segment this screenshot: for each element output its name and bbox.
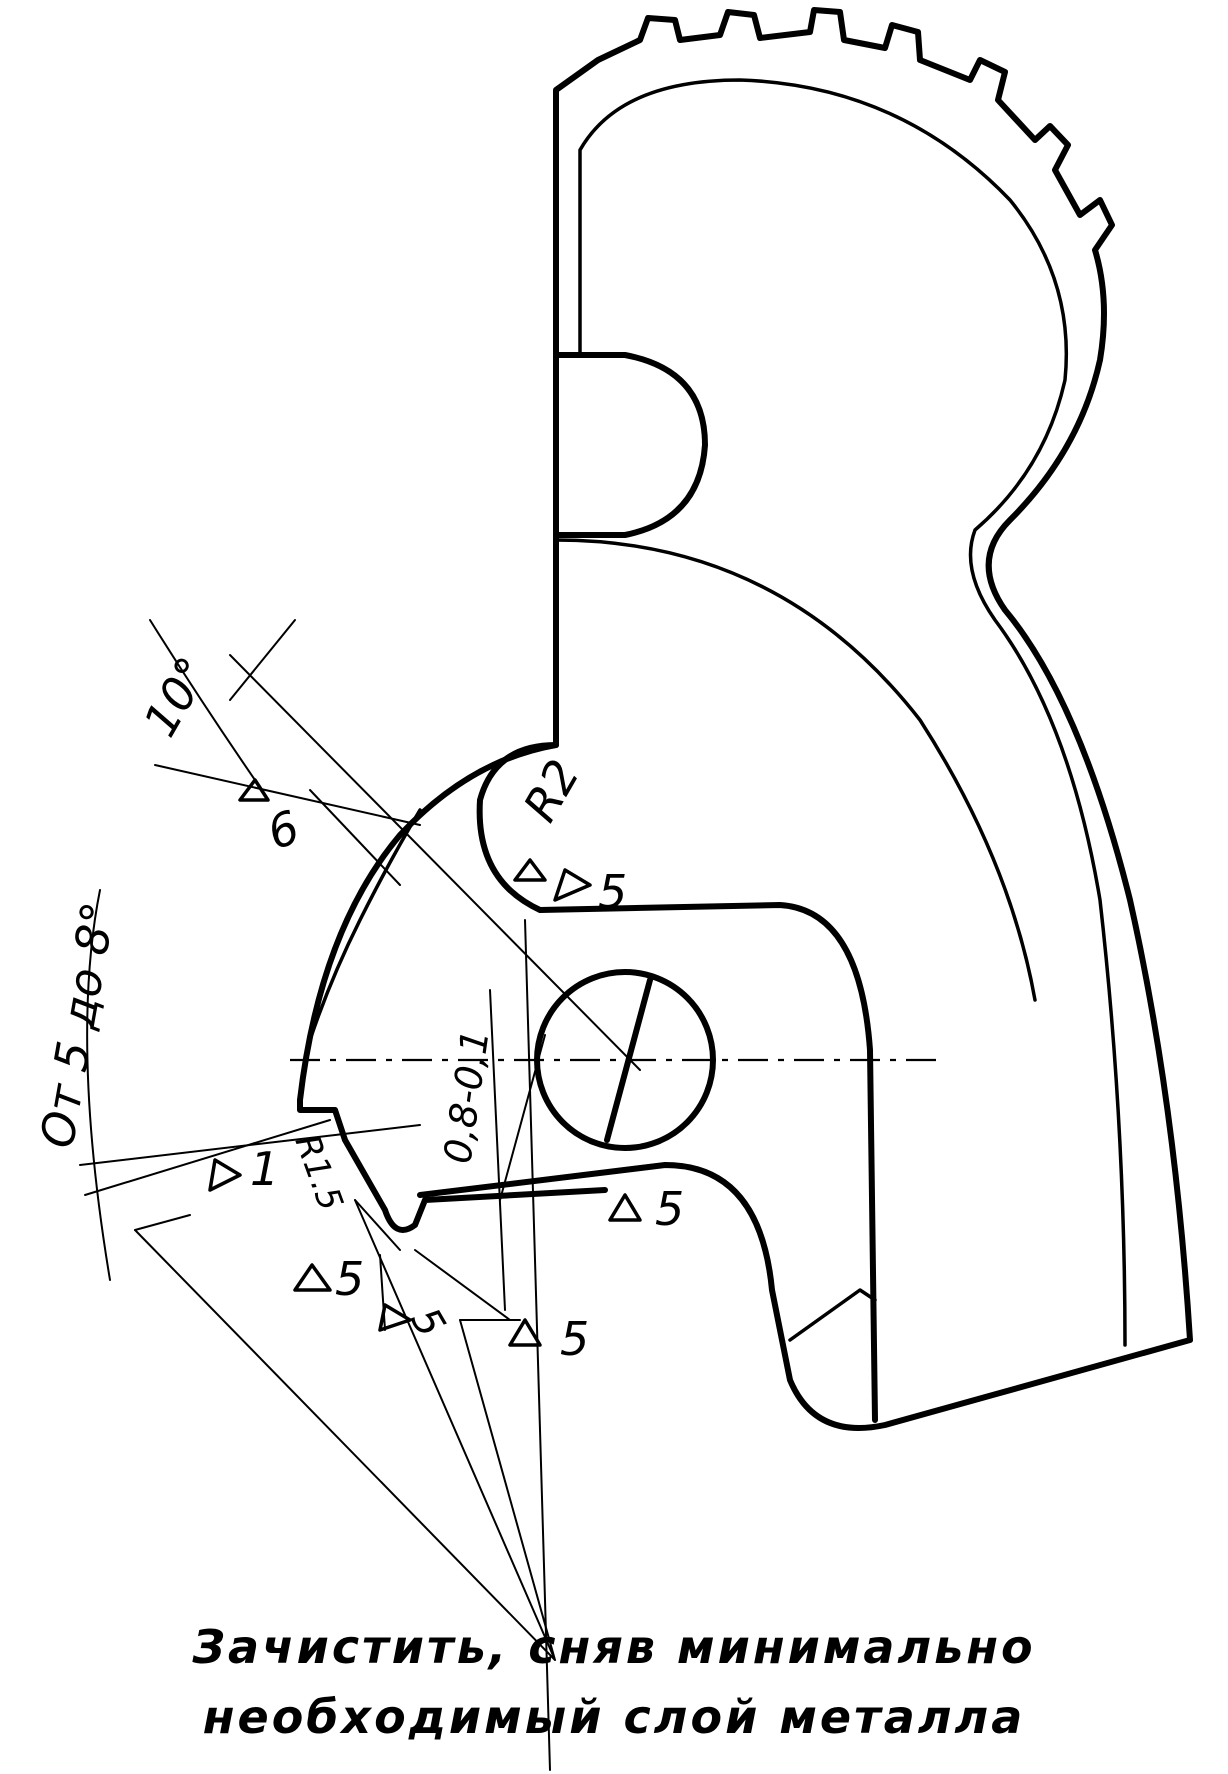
caption-line-1: Зачистить, сняв минимально: [192, 1620, 1036, 1674]
radius-label-r2: R2: [513, 750, 590, 830]
roughness-label-1: 6: [260, 800, 306, 861]
dimension-label-08: 0,8-0,1: [435, 1027, 497, 1166]
drawing-labels: 10° От 5 до 8° R2 R1.5 0,8-0,1 6 5 5 1 5…: [30, 648, 685, 1366]
roughness-symbols: [208, 778, 642, 1347]
radius-label-r15: R1.5: [287, 1129, 351, 1216]
roughness-label-7: 5: [560, 1312, 589, 1366]
roughness-label-5: 5: [335, 1252, 364, 1306]
roughness-label-6: 5: [401, 1300, 454, 1345]
part-outline: [417, 7, 1193, 1431]
caption-line-2: необходимый слой металла: [202, 1690, 1026, 1744]
dimension-lines: [79, 619, 556, 1661]
roughness-label-3: 5: [655, 1182, 684, 1236]
cutter-profile: [229, 654, 945, 1771]
roughness-label-2: 5: [598, 865, 627, 919]
angle-label-10: 10°: [133, 648, 221, 746]
angle-label-5-8: От 5 до 8°: [30, 898, 126, 1152]
roughness-label-4: 1: [250, 1142, 279, 1196]
